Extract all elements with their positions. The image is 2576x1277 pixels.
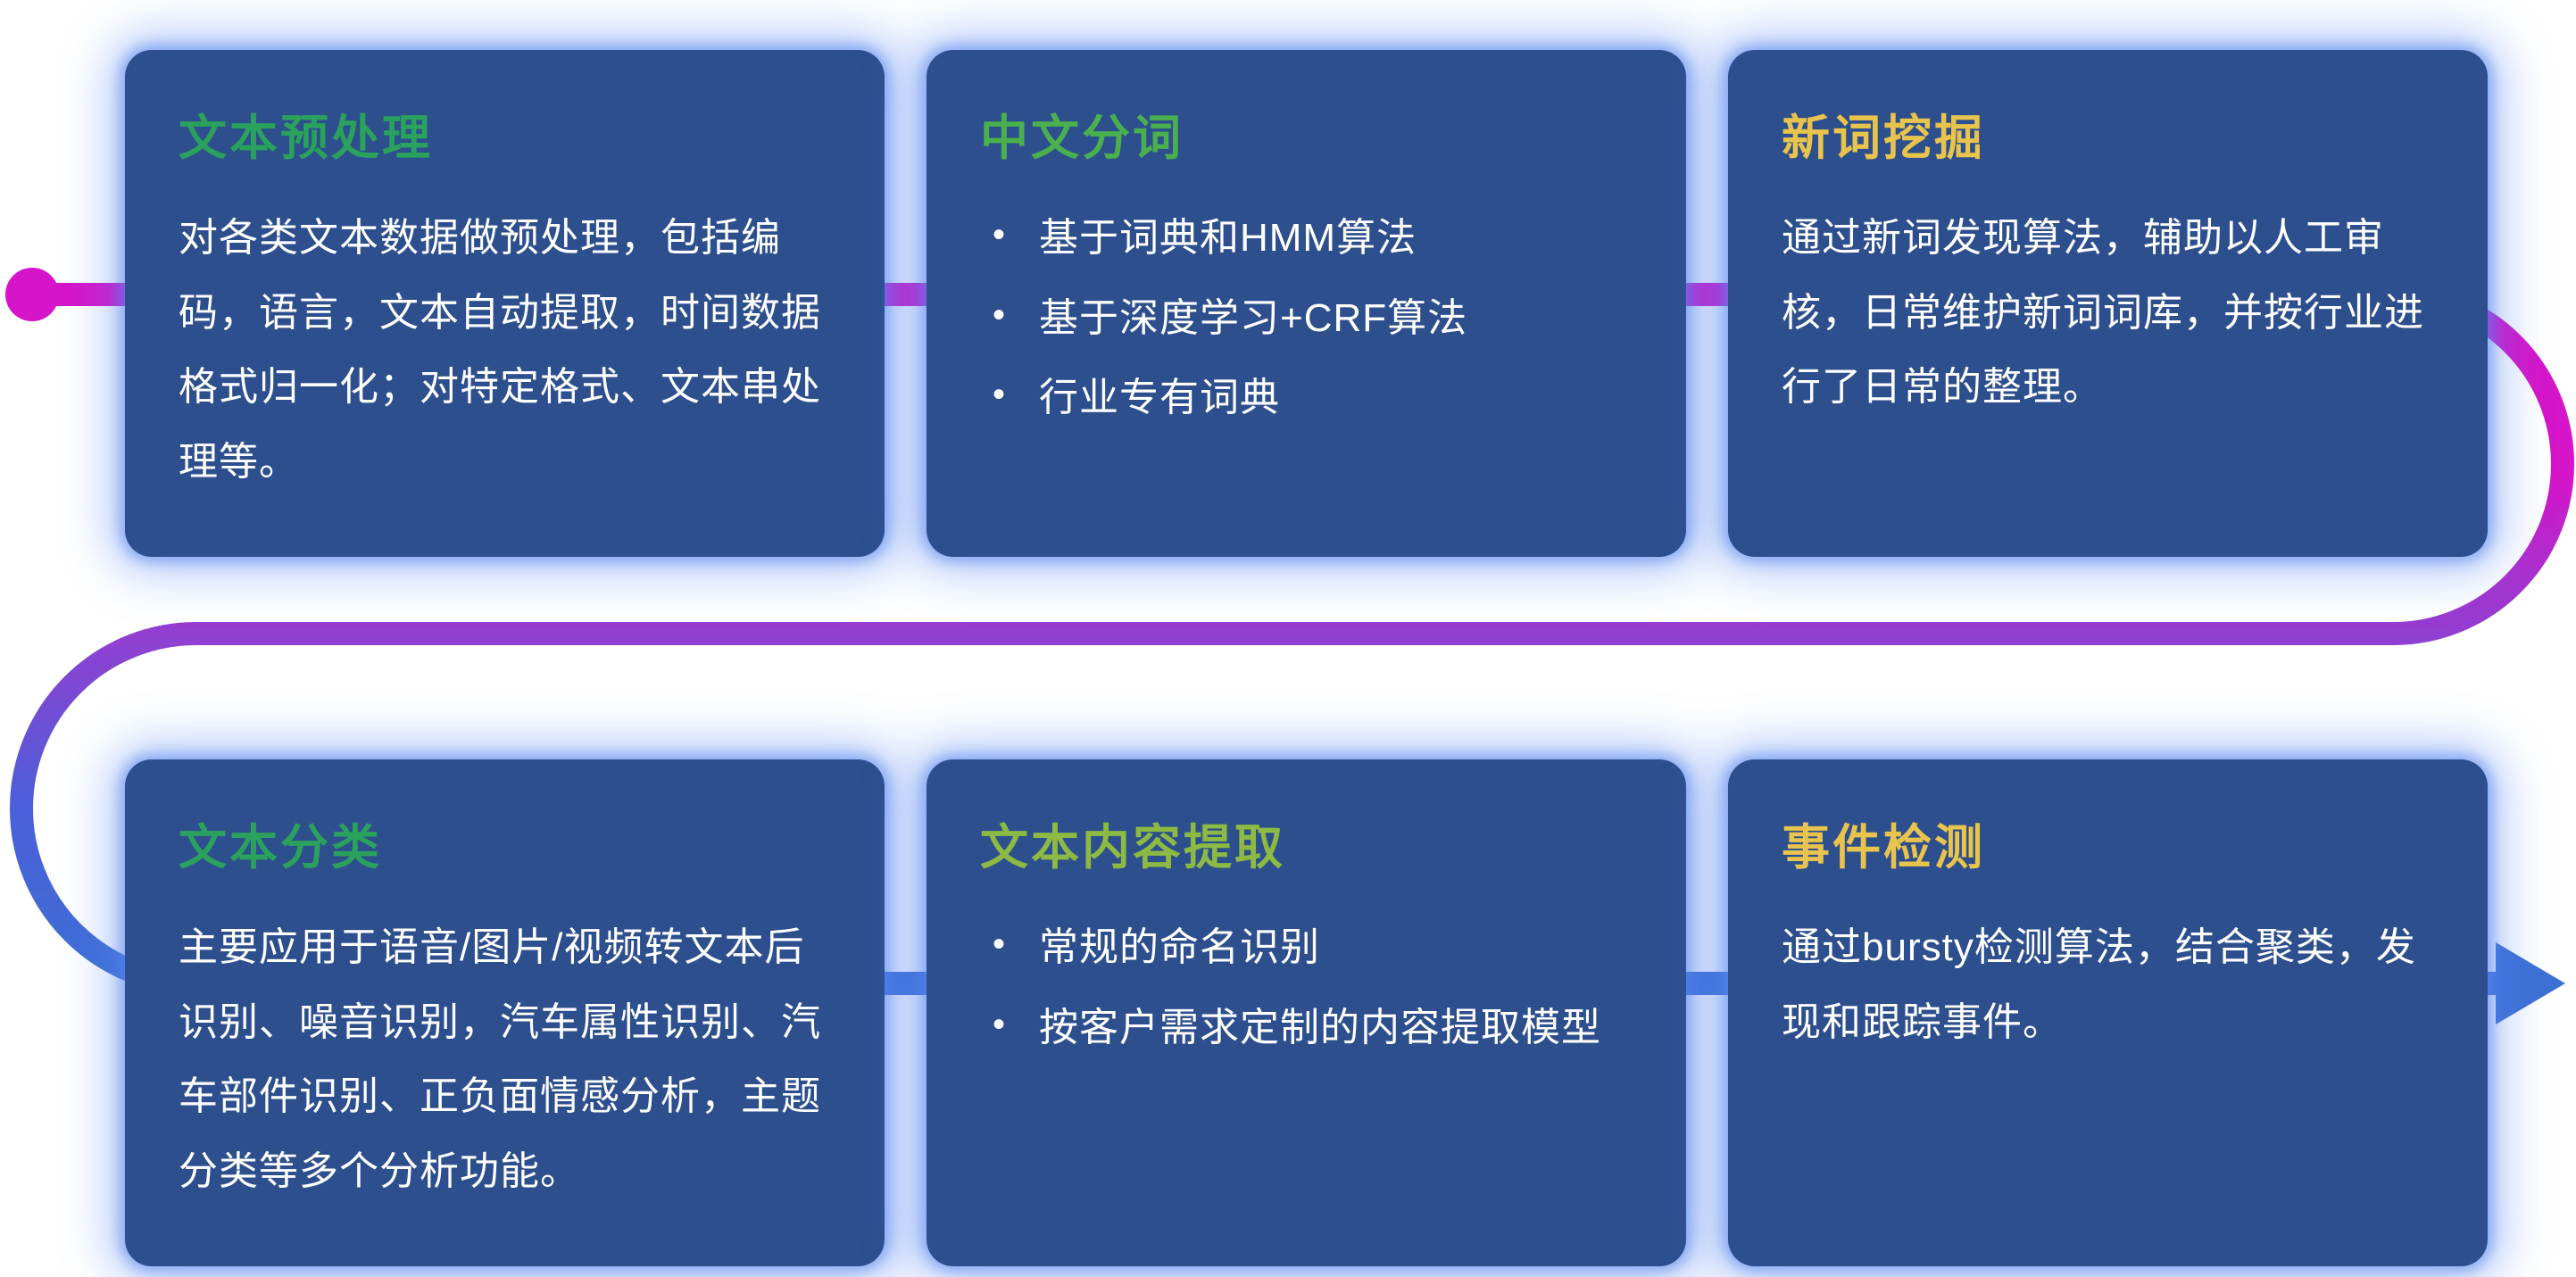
bullet-list: 基于词典和HMM算法 基于深度学习+CRF算法 行业专有词典 (980, 201, 1633, 435)
bullet-item: 常规的命名识别 (980, 910, 1633, 985)
card-title: 中文分词 (980, 112, 1184, 165)
card-text-preprocessing: 文本预处理 对各类文本数据做预处理，包括编码，语言，文本自动提取，时间数据格式归… (125, 50, 885, 557)
bullet-item: 基于词典和HMM算法 (980, 201, 1633, 276)
card-body-text: 主要应用于语音/图片/视频转文本后识别、噪音识别，汽车属性识别、汽车部件识别、正… (179, 925, 821, 1193)
flow-arrow-icon (2496, 942, 2565, 1024)
flow-start-dot (5, 268, 59, 321)
card-body-text: 通过bursty检测算法，结合聚类，发现和跟踪事件。 (1782, 925, 2416, 1044)
bullet-item: 基于深度学习+CRF算法 (980, 281, 1633, 356)
card-event-detection: 事件检测 通过bursty检测算法，结合聚类，发现和跟踪事件。 (1728, 759, 2488, 1266)
card-title: 事件检测 (1782, 821, 1985, 875)
card-title: 文本内容提取 (980, 821, 1285, 875)
card-title: 文本分类 (179, 821, 382, 875)
card-title: 新词挖掘 (1782, 112, 1985, 165)
card-new-word-mining: 新词挖掘 通过新词发现算法，辅助以人工审核，日常维护新词词库，并按行业进行了日常… (1728, 50, 2488, 557)
bullet-list: 常规的命名识别 按客户需求定制的内容提取模型 (980, 910, 1633, 1065)
card-body-text: 通过新词发现算法，辅助以人工审核，日常维护新词词库，并按行业进行了日常的整理。 (1782, 216, 2424, 410)
card-title: 文本预处理 (179, 112, 433, 165)
card-text-classification: 文本分类 主要应用于语音/图片/视频转文本后识别、噪音识别，汽车属性识别、汽车部… (125, 759, 885, 1266)
card-text-content-extraction: 文本内容提取 常规的命名识别 按客户需求定制的内容提取模型 (927, 759, 1686, 1266)
bullet-item: 行业专有词典 (980, 361, 1633, 435)
flow-path (10, 283, 2574, 995)
card-chinese-word-segmentation: 中文分词 基于词典和HMM算法 基于深度学习+CRF算法 行业专有词典 (927, 50, 1686, 557)
bullet-item: 按客户需求定制的内容提取模型 (980, 991, 1633, 1066)
card-body-text: 对各类文本数据做预处理，包括编码，语言，文本自动提取，时间数据格式归一化；对特定… (179, 216, 821, 484)
